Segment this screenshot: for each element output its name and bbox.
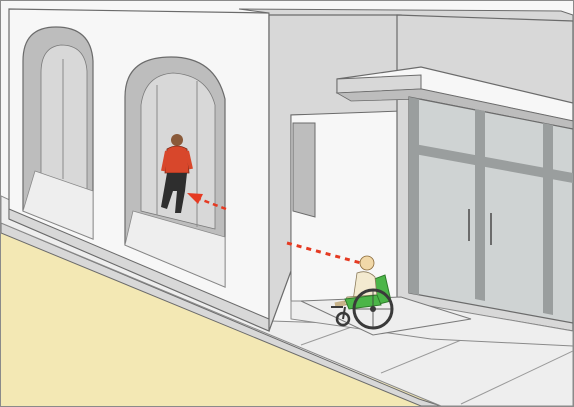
mullion	[475, 109, 485, 301]
mullion	[409, 97, 419, 295]
mullion	[543, 123, 553, 315]
recess-window	[293, 123, 315, 217]
